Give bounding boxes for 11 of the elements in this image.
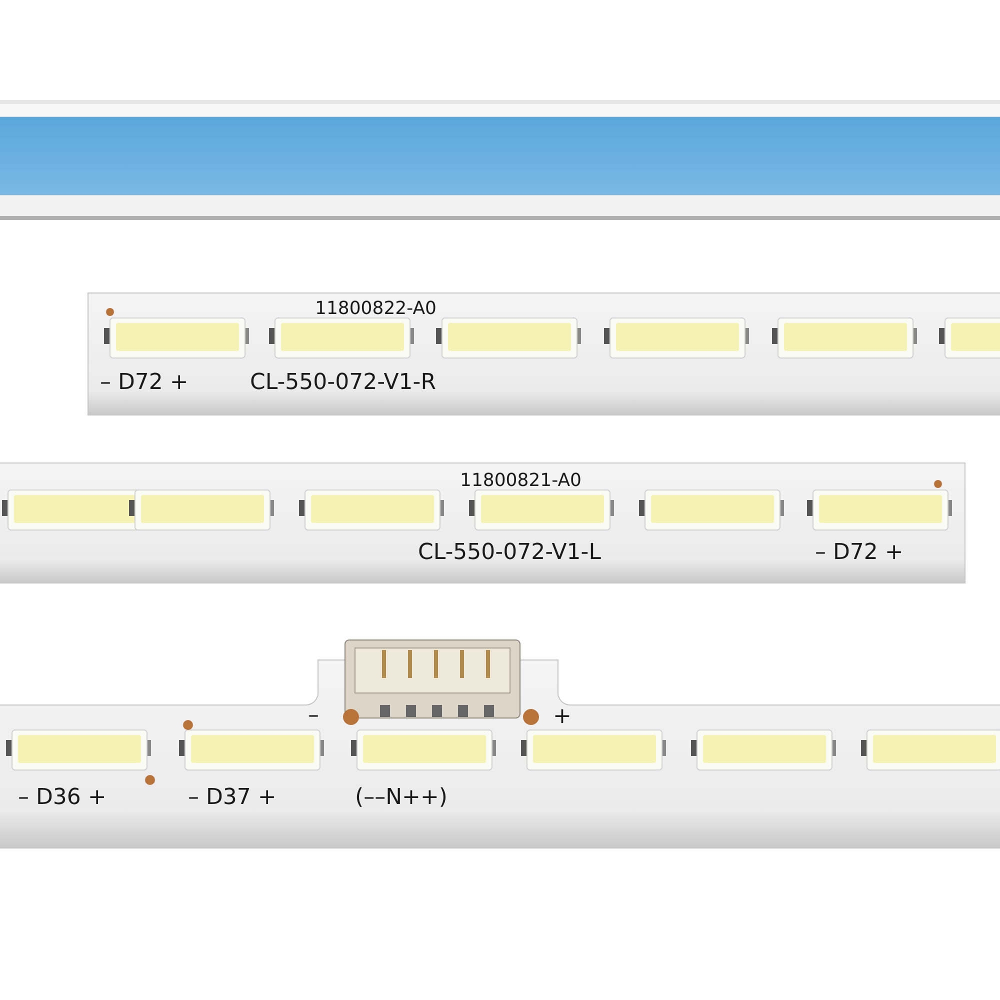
polarity-marking: – [308,705,319,727]
polarity-marking: – D37 + [188,787,276,809]
part-number: 11800821-A0 [460,472,582,490]
polarity-marking: + [553,706,572,728]
polarity-marking: – D72 + [815,542,904,564]
polarity-marking: (––N++) [355,787,448,809]
model-number: CL-550-072-V1-R [250,372,436,394]
polarity-marking: – D72 + [100,372,188,394]
model-number: CL-550-072-V1-L [418,542,601,564]
polarity-marking: – D36 + [18,787,106,809]
part-number: 11800822-A0 [315,300,436,318]
